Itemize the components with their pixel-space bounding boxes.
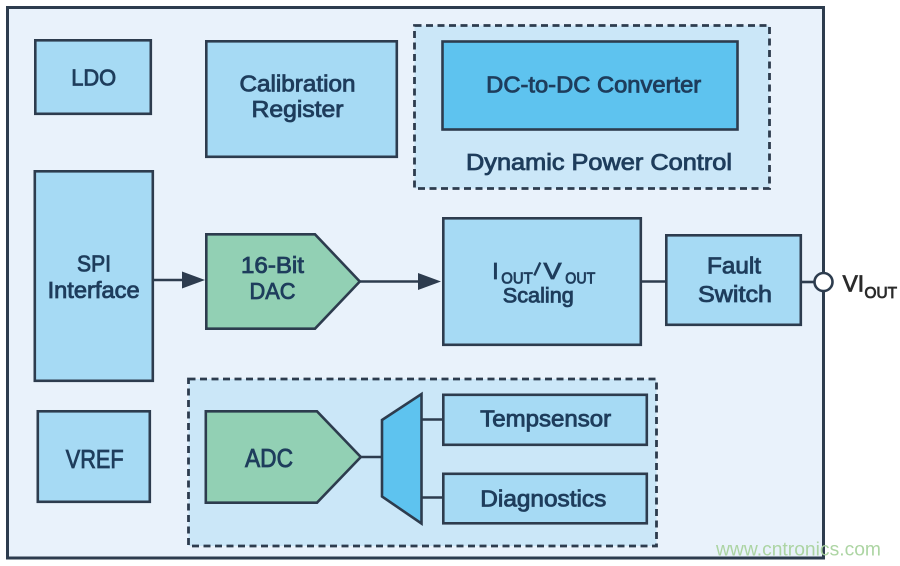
svg-text:Interface: Interface — [48, 277, 140, 303]
svg-text:Tempsensor: Tempsensor — [480, 406, 611, 432]
svg-text:V: V — [544, 258, 563, 284]
svg-text:DC-to-DC Converter: DC-to-DC Converter — [486, 72, 701, 98]
svg-text:VI: VI — [843, 271, 865, 297]
svg-text:Switch: Switch — [698, 281, 772, 307]
svg-text:www.cntronics.com: www.cntronics.com — [715, 538, 881, 560]
svg-text:Register: Register — [252, 96, 344, 122]
svg-text:Scaling: Scaling — [503, 285, 574, 308]
svg-text:OUT: OUT — [501, 271, 533, 288]
svg-text:ADC: ADC — [245, 445, 293, 473]
svg-text:16-Bit: 16-Bit — [241, 252, 305, 278]
svg-text:VREF: VREF — [66, 446, 124, 474]
svg-text:LDO: LDO — [71, 64, 116, 90]
svg-text:Calibration: Calibration — [240, 71, 356, 97]
svg-text:I: I — [492, 258, 498, 284]
svg-text:Diagnostics: Diagnostics — [480, 486, 606, 512]
svg-text:SPI: SPI — [77, 250, 111, 276]
svg-text:OUT: OUT — [865, 285, 898, 302]
svg-text:DAC: DAC — [250, 278, 296, 304]
svg-text:Fault: Fault — [707, 253, 762, 279]
svg-text:OUT: OUT — [565, 271, 595, 288]
svg-text:Dynamic Power Control: Dynamic Power Control — [466, 149, 732, 175]
